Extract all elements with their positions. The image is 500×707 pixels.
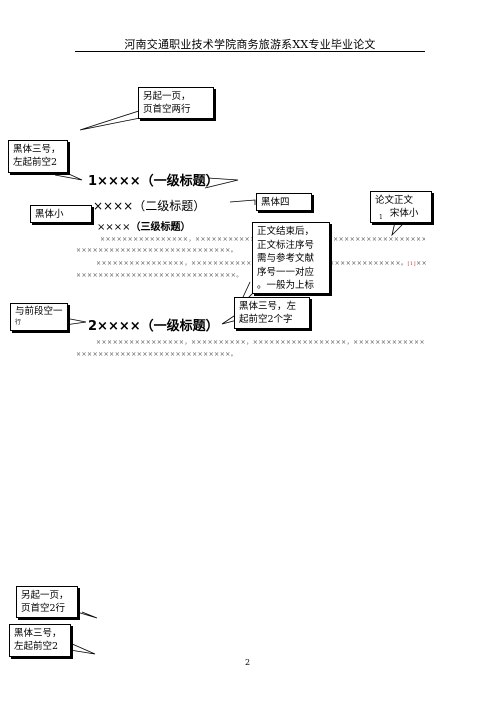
callout-line: 页首空两行 xyxy=(143,104,191,115)
callout-body-text-font: 论文正文 1 宋体小 xyxy=(370,191,432,223)
body-paragraph-3-line-2: ××××××××××××××××××××××××××××。 xyxy=(76,351,238,358)
callout-line: 正文标注序号 xyxy=(257,239,315,251)
body-paragraph-1-line-2: ××××××××××××××××××××××××××××。 xyxy=(76,247,238,254)
page-number: 2 xyxy=(245,658,251,667)
heading-level1-first: 1××××（一级标题） xyxy=(88,174,219,189)
heading-level2: ××××（二级标题） xyxy=(93,199,206,213)
callout-line: 序号一一对应 xyxy=(257,266,315,278)
callout-line: 论文正文 xyxy=(375,195,414,206)
callout-line: 需与参考文献 xyxy=(257,253,315,264)
heading-level3-prefix: ×××× xyxy=(97,222,131,233)
page-header-title: 河南交通职业技术学院商务旅游系XX专业毕业论文 xyxy=(124,38,376,51)
header-rule xyxy=(75,51,425,52)
body-text: ××××××× xyxy=(416,260,426,267)
body-paragraph-3-line-1: ××××××××××××××××，××××××××××，××××××××××××… xyxy=(96,339,426,346)
callout-line: 行 xyxy=(15,319,22,326)
callout-line: 黑体三号， xyxy=(14,628,62,639)
callout-heiti4: 黑体四 xyxy=(256,193,312,211)
callout-line: 黑体三号，左 xyxy=(239,301,297,312)
heading-level3-label: （三级标题） xyxy=(130,222,191,233)
callout-heiti3-bottom: 黑体三号， 左起前空2 xyxy=(9,624,71,657)
heading-level1-second: 2××××（一级标题） xyxy=(88,319,219,334)
callout-line: 黑体小 xyxy=(35,209,64,220)
callout-line: 与前段空一 xyxy=(15,306,63,317)
callout-line: 另起一页， xyxy=(143,91,191,102)
body-paragraph-2-line-2: ×××××××××××××××××××××××××××××。 xyxy=(76,272,243,279)
callout-new-page-top: 另起一页， 页首空两行 xyxy=(138,87,214,119)
callout-line: 正文结束后， xyxy=(257,226,315,237)
callout-line: 。一般为上标 xyxy=(257,280,315,291)
heading-level3: ××××（三级标题） xyxy=(97,218,191,233)
callout-heiti3-top: 黑体三号， 左起前空2 xyxy=(8,140,68,173)
callout-sub: 1 xyxy=(379,213,383,221)
callout-line: 另起一页， xyxy=(21,590,69,601)
callout-line: 左起前空2 xyxy=(14,641,59,652)
callout-heiti-small: 黑体小 xyxy=(30,205,92,223)
body-paragraph-2-line-1: ××××××××××××××××，×××××××××××××××××××××××… xyxy=(96,260,426,268)
callout-paragraph-spacing: 与前段空一 行 xyxy=(10,303,68,331)
callout-footnote-rule: 正文结束后， 正文标注序号 需与参考文献 序号一一对应 。一般为上标 xyxy=(252,222,330,294)
callout-line: 黑体四 xyxy=(261,197,290,208)
callout-line: 起前空2个字 xyxy=(239,314,293,325)
callout-heiti3-mid: 黑体三号，左 起前空2个字 xyxy=(234,297,310,329)
body-text: ××××××××××××××××，×××××××××××××××××××××××… xyxy=(96,260,407,267)
callout-line: 页首空2行 xyxy=(21,603,66,614)
callout-line: 黑体三号， xyxy=(13,144,61,155)
footnote-marker: [1] xyxy=(407,261,417,267)
callout-text: 宋体小 xyxy=(389,208,419,219)
callout-line: 1 宋体小 xyxy=(375,207,427,224)
callout-line: 左起前空2 xyxy=(13,157,58,168)
callout-new-page-bottom: 另起一页， 页首空2行 xyxy=(16,586,78,618)
